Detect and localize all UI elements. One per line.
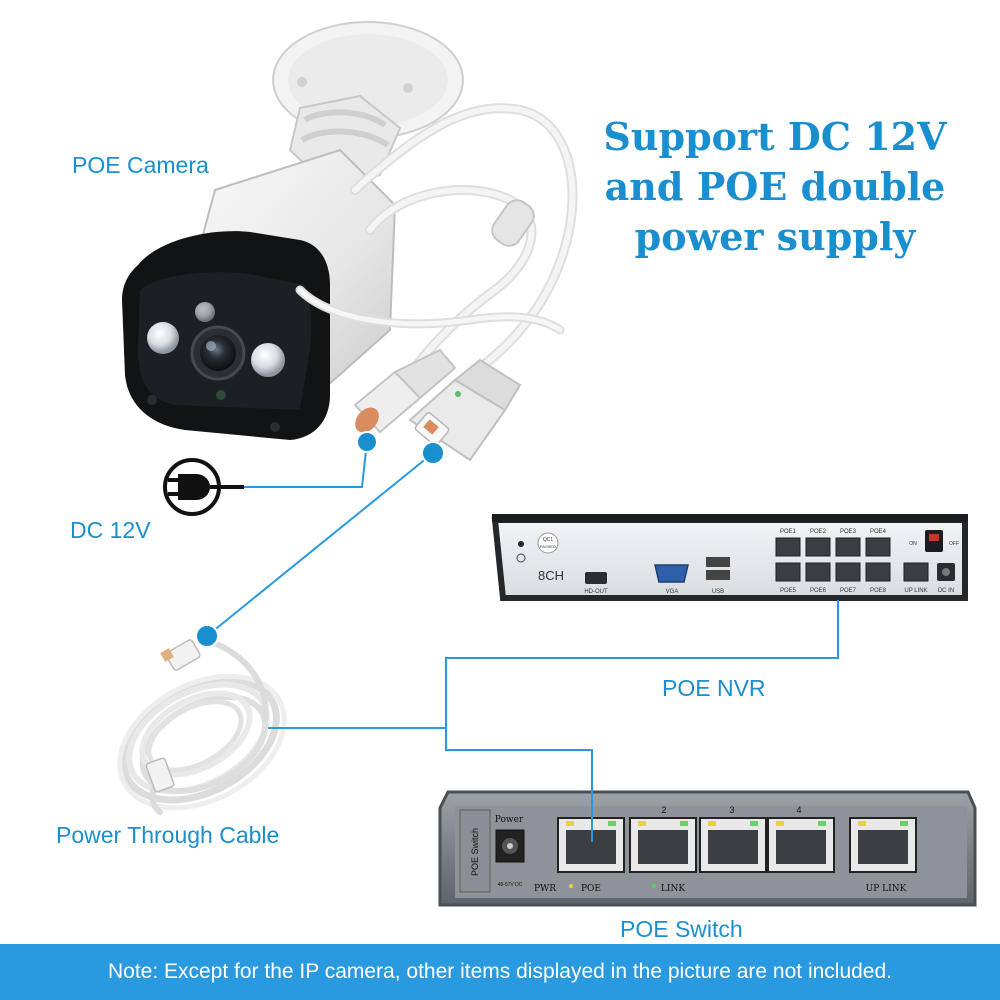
rj45-port-dot	[421, 441, 445, 465]
nvr-poe7-label: POE7	[840, 588, 857, 594]
switch-port-number-2: 2	[661, 805, 666, 815]
cable-plug-bottom	[145, 757, 175, 793]
plug-icon	[163, 458, 244, 516]
qc-sticker	[537, 532, 559, 554]
nvr-switch-on: ON	[909, 541, 917, 547]
headline: Support DC 12V and POE double power supp…	[560, 112, 990, 262]
nvr-usb-port-1	[706, 557, 730, 567]
poe-switch-label: POE Switch	[620, 916, 743, 942]
nvr-uplink-label: UP LINK	[904, 588, 927, 594]
connection-dots	[195, 431, 445, 648]
switch-port-number-4: 4	[796, 805, 801, 815]
nvr-poe8-label: POE8	[870, 588, 887, 594]
poe-nvr: QC1 PASSED 8CH HD-OUT VGA USB POE1 POE2 …	[491, 514, 968, 601]
cable-plug-top	[160, 639, 201, 671]
cable-end-dot	[195, 624, 219, 648]
power-through-cable-label: Power Through Cable	[56, 822, 280, 848]
nvr-hdmi-port	[585, 572, 607, 584]
headline-line-2: and POE double	[604, 164, 946, 209]
nvr-poe6-label: POE6	[810, 588, 827, 594]
nvr-dc-in-label: DC IN	[938, 588, 954, 594]
dc-12v-label: DC 12V	[70, 517, 151, 543]
switch-uplink-label: UP LINK	[866, 884, 907, 894]
switch-pwr-label: PWR	[534, 884, 556, 894]
nvr-poe4-label: POE4	[870, 529, 887, 535]
camera-to-cable-line	[206, 452, 434, 637]
poe-nvr-label: POE NVR	[662, 675, 766, 701]
poe-camera-label: POE Camera	[72, 152, 209, 178]
nvr-usb-label: USB	[712, 589, 724, 595]
dc-connector	[353, 348, 457, 434]
nvr-usb-port-2	[706, 570, 730, 580]
footer-note: Note: Except for the IP camera, other it…	[107, 960, 893, 983]
nvr-hdmi-label: HD-OUT	[584, 589, 608, 595]
switch-power-label: Power	[495, 815, 524, 825]
switch-side-label: POE Switch	[470, 828, 480, 876]
ir-led-right	[251, 343, 285, 377]
switch-poe-label: POE	[581, 884, 601, 894]
poe-switch-device: POE Switch Power 48-57V DC PWR POE LINK …	[438, 790, 977, 907]
rj45-connector	[408, 358, 522, 462]
nvr-switch-off: OFF	[949, 541, 959, 547]
nvr-poe2-label: POE2	[810, 529, 827, 535]
nvr-vga-port	[654, 564, 689, 583]
dc-power-line	[244, 441, 368, 488]
nvr-poe-ports	[775, 537, 891, 582]
headline-line-3: power supply	[634, 214, 916, 259]
switch-ethernet-ports	[557, 817, 917, 873]
dc-port-dot	[356, 431, 378, 453]
nvr-model-text: 8CH	[538, 568, 564, 583]
nvr-vga-label: VGA	[666, 589, 679, 595]
switch-port-number-3: 3	[729, 805, 734, 815]
nvr-poe1-label: POE1	[780, 529, 797, 535]
ethernet-cable-coil	[117, 637, 287, 815]
switch-port-leds	[566, 821, 908, 826]
qc-sticker-line1: QC1	[543, 537, 554, 543]
qc-sticker-line2: PASSED	[540, 544, 556, 549]
ir-led-left	[147, 322, 179, 354]
camera-cables	[295, 103, 578, 395]
nvr-to-switch-line	[445, 600, 839, 842]
poe-camera	[122, 21, 464, 440]
footer-note-bar: Note: Except for the IP camera, other it…	[0, 944, 1000, 1000]
nvr-uplink-port	[903, 562, 929, 582]
headline-line-1: Support DC 12V	[603, 114, 947, 159]
switch-link-label: LINK	[661, 884, 685, 894]
switch-dc-rating: 48-57V DC	[498, 882, 523, 888]
nvr-poe5-label: POE5	[780, 588, 797, 594]
connector-lines	[206, 441, 839, 842]
nvr-poe3-label: POE3	[840, 529, 857, 535]
